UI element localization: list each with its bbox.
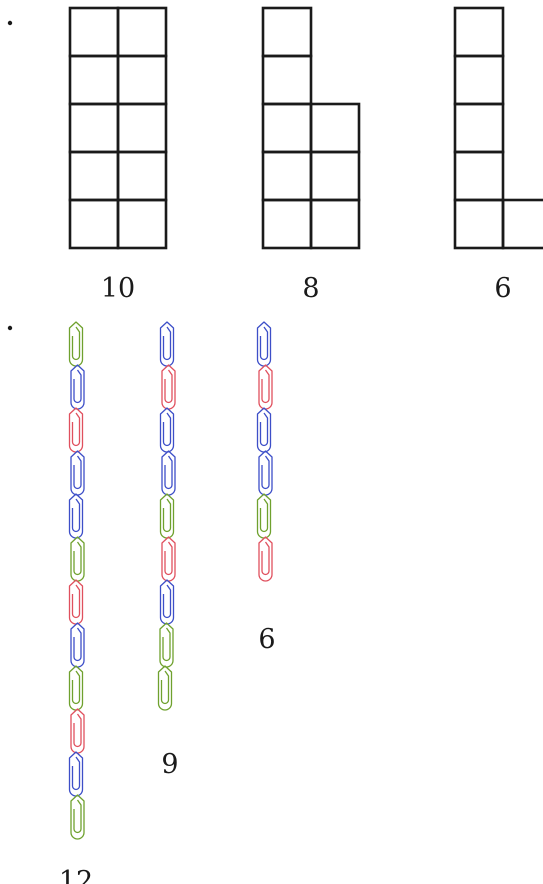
paperclip-red [162, 537, 175, 581]
grid-cell [118, 8, 166, 56]
grid-cell [263, 200, 311, 248]
paperclip-red [162, 365, 175, 409]
paperclip-green [161, 494, 174, 538]
grid-cell [118, 152, 166, 200]
grid-cell [503, 200, 543, 248]
grid-cell [118, 56, 166, 104]
paperclip-blue [70, 494, 83, 538]
paperclip-blue [259, 451, 272, 495]
grid-cell [263, 152, 311, 200]
paperclip-green [258, 494, 271, 538]
grid-count-label: 8 [302, 273, 319, 304]
grid-cell [455, 8, 503, 56]
grid-cell [70, 104, 118, 152]
grid-cell [455, 152, 503, 200]
paperclip-green [160, 623, 173, 667]
grid-cell [311, 200, 359, 248]
grid-count-label: 10 [101, 273, 135, 304]
paperclip-green [71, 795, 84, 839]
paperclip-chain: 9 [159, 322, 179, 780]
paperclip-red [259, 537, 272, 581]
paperclip-chain: 12 [59, 322, 93, 884]
paperclip-blue [161, 580, 174, 624]
paperclip-red [70, 580, 83, 624]
grid-figures: 10 8 6 [70, 8, 543, 304]
grid-cell [70, 8, 118, 56]
grid-count-label: 6 [494, 273, 511, 304]
grid-cell [263, 56, 311, 104]
paperclip-red [259, 365, 272, 409]
grid-cell [263, 104, 311, 152]
paperclip-green [70, 322, 83, 366]
chain-count-label: 12 [59, 866, 93, 884]
paperclip-red [71, 709, 84, 753]
paperclip-blue [161, 408, 174, 452]
grid-cell [455, 56, 503, 104]
paperclip-green [70, 666, 83, 710]
paperclip-chain: 6 [258, 322, 276, 655]
paperclip-blue [258, 322, 271, 366]
grid-cell [118, 200, 166, 248]
grid-cell [311, 104, 359, 152]
grid-figure: 6 [455, 8, 543, 304]
bullet-grids [8, 21, 12, 25]
grid-cell [118, 104, 166, 152]
grid-cell [311, 152, 359, 200]
paperclip-blue [162, 451, 175, 495]
grid-figure: 8 [263, 8, 359, 304]
grid-cell [263, 8, 311, 56]
paperclip-blue [71, 623, 84, 667]
paperclip-green [159, 666, 172, 710]
grid-cell [70, 200, 118, 248]
paperclip-blue [71, 451, 84, 495]
paperclip-green [71, 537, 84, 581]
grid-cell [455, 104, 503, 152]
paperclip-blue [71, 365, 84, 409]
bullet-chains [8, 326, 12, 330]
paperclip-red [70, 408, 83, 452]
paperclip-blue [161, 322, 174, 366]
paperclip-blue [258, 408, 271, 452]
paperclip-blue [70, 752, 83, 796]
chain-count-label: 9 [161, 749, 178, 780]
chain-count-label: 6 [258, 624, 275, 655]
grid-cell [70, 152, 118, 200]
grid-figure: 10 [70, 8, 166, 304]
grid-cell [70, 56, 118, 104]
grid-cell [455, 200, 503, 248]
paperclip-chains: 12 9 6 [59, 322, 276, 884]
